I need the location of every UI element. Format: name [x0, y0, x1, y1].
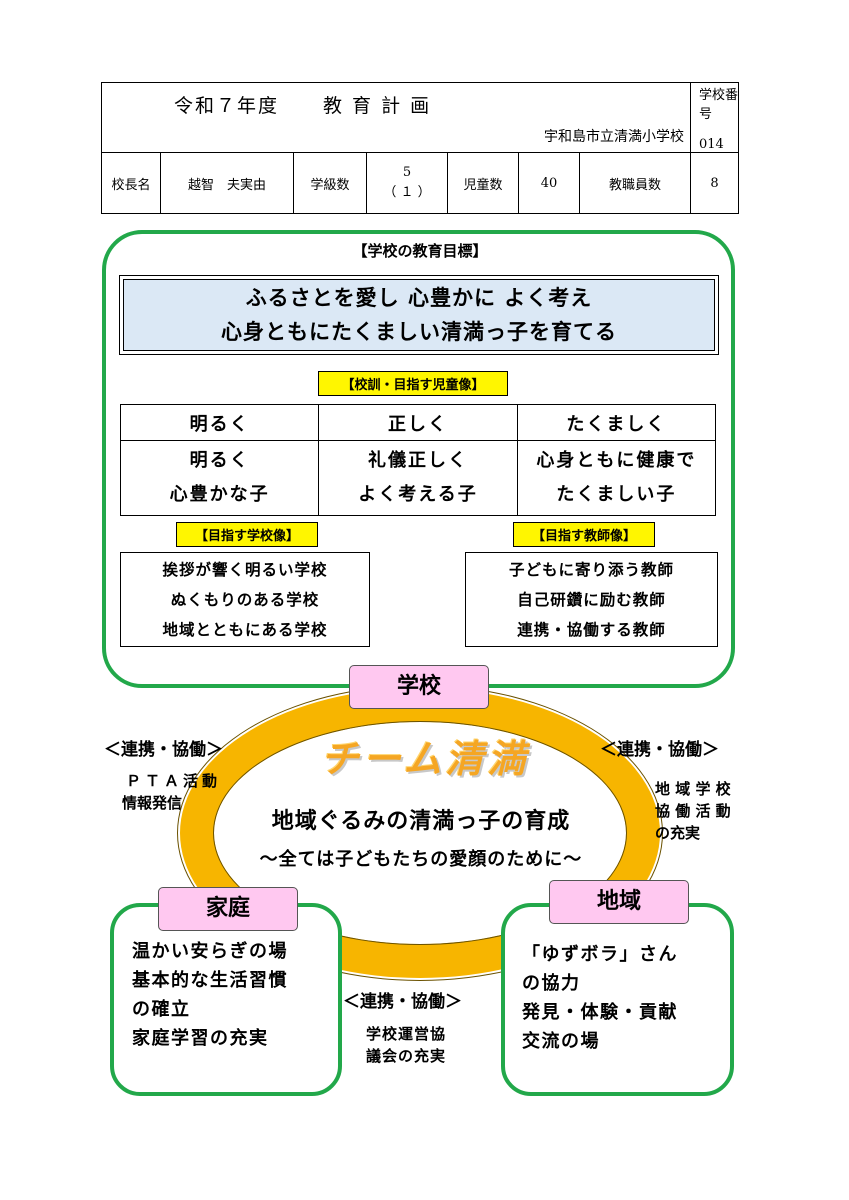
motto-cell-2: 礼儀正しく よく考える子	[318, 440, 518, 516]
staff-label: 教職員数	[579, 152, 691, 214]
classes-sub: （ １ ）	[383, 185, 431, 200]
students-label: 児童数	[447, 152, 519, 214]
motto-title-2: 正しく	[318, 404, 518, 441]
motto-2-line-1: 礼儀正しく	[367, 450, 468, 471]
coop-left: ＜連携・協働＞	[104, 740, 223, 760]
ring-inner-outline	[213, 721, 627, 945]
school-label: 学校	[349, 665, 489, 709]
teacher-image-item-3: 連携・協働する教師	[517, 620, 666, 639]
classes-value: 5	[402, 165, 412, 180]
left-note: ＰＴＡ活動 情報発信	[122, 770, 221, 814]
home-item-2: 基本的な生活習慣	[132, 970, 288, 991]
community-item-2: の協力	[522, 973, 581, 994]
school-number-label: 学校番号	[699, 87, 739, 122]
coop-right: ＜連携・協働＞	[600, 740, 719, 760]
school-number: 014	[699, 136, 724, 152]
header-table: 令和７年度 教 育 計 画 宇和島市立清満小学校 学校番号 014 校長名 越智 …	[101, 82, 739, 214]
left-note-line-1: ＰＴＡ活動	[126, 772, 222, 790]
goal-line-1: ふるさとを愛し 心豊かに よく考え	[245, 286, 593, 310]
motto-cell-3: 心身ともに健康で たくましい子	[516, 440, 717, 516]
motto-3-line-1: 心身ともに健康で	[536, 450, 697, 471]
motto-3-line-2: たくましい子	[556, 484, 677, 505]
title-year: 令和７年度	[174, 95, 280, 117]
left-note-line-2: 情報発信	[122, 794, 183, 812]
school-name: 宇和島市立清満小学校	[544, 129, 684, 145]
teacher-image-box: 子どもに寄り添う教師 自己研鑽に励む教師 連携・協働する教師	[465, 552, 718, 647]
right-note: 地 域 学 校 協 働 活 動 の充実	[655, 778, 731, 844]
title-main: 教 育 計 画	[323, 95, 432, 117]
community-item-3: 発見・体験・貢献	[522, 1002, 678, 1023]
community-items: 「ゆずボラ」さん の協力 発見・体験・貢献 交流の場	[522, 940, 678, 1056]
home-items: 温かい安らぎの場 基本的な生活習慣 の確立 家庭学習の充実	[132, 937, 288, 1053]
team-title: チーム清満	[320, 737, 530, 781]
staff-value: 8	[690, 152, 739, 214]
classes-cell: 5 （ １ ）	[366, 152, 448, 214]
home-item-4: 家庭学習の充実	[132, 1028, 269, 1049]
coop-bottom: ＜連携・協働＞	[343, 992, 462, 1012]
bottom-note-line-1: 学校運営協	[366, 1025, 447, 1043]
school-image-item-1: 挨拶が響く明るい学校	[162, 560, 328, 579]
motto-title-1: 明るく	[119, 404, 320, 441]
teacher-image-item-2: 自己研鑽に励む教師	[517, 590, 666, 609]
plan-title: 令和７年度 教 育 計 画	[174, 91, 431, 118]
principal-name: 越智 夫実由	[160, 152, 294, 214]
teacher-image-item-1: 子どもに寄り添う教師	[508, 560, 674, 579]
school-image-box: 挨拶が響く明るい学校 ぬくもりのある学校 地域とともにある学校	[120, 552, 370, 647]
goals-box: ふるさとを愛し 心豊かに よく考え 心身ともにたくましい清満っ子を育てる	[119, 275, 719, 355]
community-item-1: 「ゆずボラ」さん	[522, 944, 678, 965]
motto-2-line-2: よく考える子	[358, 484, 478, 505]
home-item-3: の確立	[132, 999, 191, 1020]
bottom-note: 学校運営協 議会の充実	[366, 1023, 446, 1067]
title-cell: 令和７年度 教 育 計 画 宇和島市立清満小学校	[101, 82, 691, 153]
goals-heading: 【学校の教育目標】	[352, 242, 488, 260]
school-image-item-3: 地域とともにある学校	[162, 620, 328, 639]
goals-inner: ふるさとを愛し 心豊かに よく考え 心身ともにたくましい清満っ子を育てる	[123, 279, 715, 351]
principal-label: 校長名	[101, 152, 161, 214]
students-value: 40	[518, 152, 580, 214]
classes-label: 学級数	[293, 152, 367, 214]
bottom-note-line-2: 議会の充実	[366, 1047, 447, 1065]
home-item-1: 温かい安らぎの場	[132, 941, 288, 962]
school-image-item-2: ぬくもりのある学校	[170, 590, 320, 609]
motto-cell-1: 明るく 心豊かな子	[119, 440, 320, 516]
right-note-line-2: 協 働 活 動	[655, 802, 731, 820]
right-note-line-3: の充実	[655, 824, 701, 842]
community-label: 地域	[549, 880, 689, 924]
motto-title-3: たくましく	[516, 404, 717, 441]
goal-line-2: 心身ともにたくましい清満っ子を育てる	[221, 320, 617, 344]
motto-1-line-1: 明るく	[189, 450, 250, 471]
community-item-4: 交流の場	[522, 1031, 600, 1052]
motto-tag: 【校訓・目指す児童像】	[318, 371, 508, 396]
motto-table: 明るく 正しく たくましく 明るく 心豊かな子 礼儀正しく よく考える子 心身と…	[119, 404, 717, 516]
center-line-1: 地域ぐるみの清満っ子の育成	[271, 809, 571, 834]
school-image-tag: 【目指す学校像】	[176, 522, 318, 547]
teacher-image-tag: 【目指す教師像】	[513, 522, 655, 547]
motto-1-line-2: 心豊かな子	[169, 484, 270, 505]
home-panel	[110, 903, 342, 1096]
center-line-2: ～全ては子どもたちの愛顔のために～	[259, 849, 583, 870]
right-note-line-1: 地 域 学 校	[655, 780, 731, 798]
home-label: 家庭	[158, 887, 298, 931]
school-number-cell: 学校番号 014	[690, 82, 739, 153]
